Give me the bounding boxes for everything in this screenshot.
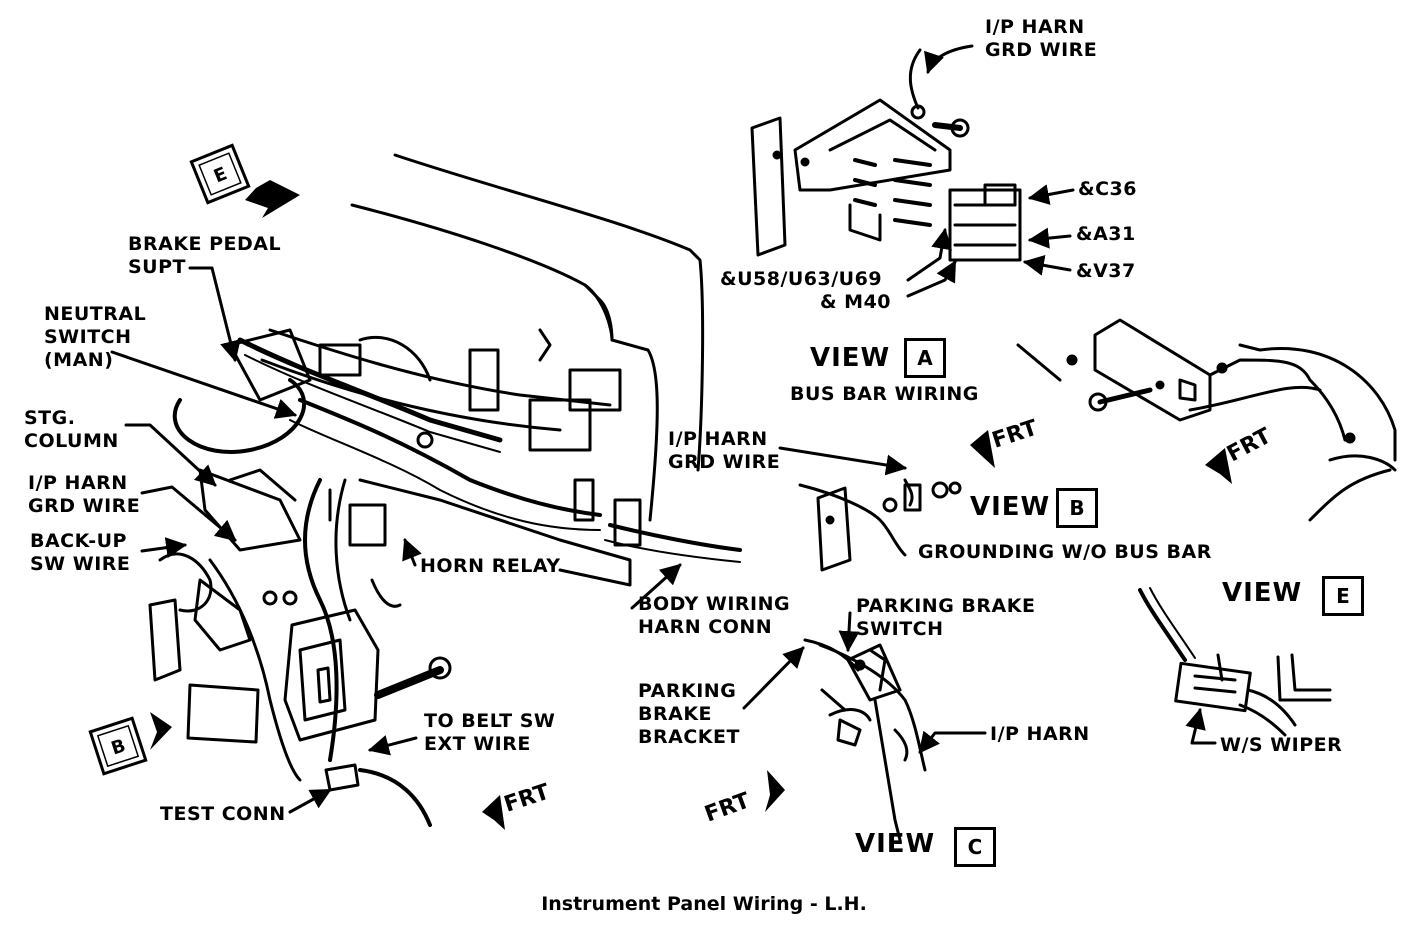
- label-test-conn: TEST CONN: [160, 803, 286, 825]
- view-c-drawing: [803, 638, 927, 842]
- figure-caption: Instrument Panel Wiring - L.H.: [541, 893, 867, 915]
- frt-label: FRT: [501, 780, 552, 818]
- view-e-letter-box: E: [1322, 576, 1364, 616]
- view-b-subtitle: GROUNDING W/O BUS BAR: [918, 541, 1212, 563]
- frt-arrow-icon: [970, 430, 995, 468]
- frt-label: FRT: [1223, 424, 1275, 468]
- frt-arrow-icon: [1205, 448, 1232, 484]
- label-horn-relay: HORN RELAY: [420, 555, 561, 577]
- frt-arrow-icon: [245, 180, 300, 218]
- view-b-letter-box: B: [1056, 488, 1098, 528]
- frt-arrow-icon: [482, 795, 505, 830]
- leader-lines: [110, 44, 1217, 814]
- frt-label: FRT: [989, 416, 1040, 454]
- frt-label: FRT: [702, 788, 754, 827]
- view-e-drawing: [1138, 587, 1332, 737]
- callout-marker-b-letter: B: [109, 735, 129, 759]
- view-a-subtitle: BUS BAR WIRING: [790, 383, 979, 405]
- label-c36: &C36: [1078, 178, 1137, 200]
- callout-marker-e: [189, 143, 251, 205]
- view-a-drawing: [750, 48, 1022, 262]
- label-stg-column: STG.COLUMN: [24, 407, 119, 452]
- label-v37: &V37: [1076, 260, 1136, 282]
- label-a31: &A31: [1076, 223, 1136, 245]
- view-a-letter-box: A: [904, 338, 946, 378]
- dashboard-body: [148, 153, 742, 827]
- callout-marker-b: [88, 716, 148, 776]
- label-ws-wiper: W/S WIPER: [1220, 734, 1343, 756]
- view-b-title: VIEW: [970, 492, 1051, 522]
- label-u58-m40: &U58/U63/U69& M40: [720, 268, 892, 313]
- view-c-title: VIEW: [855, 829, 936, 859]
- view-b-drawing: [798, 478, 962, 572]
- frt-arrow-icon: [765, 770, 785, 812]
- frt-arrow-icon: [150, 712, 172, 750]
- label-ip-harn-view-c: I/P HARN: [990, 723, 1090, 745]
- view-c-letter-box: C: [954, 827, 996, 867]
- view-a-title: VIEW: [810, 343, 891, 373]
- bracket-drawing: [1016, 318, 1397, 522]
- view-e-title: VIEW: [1222, 578, 1303, 608]
